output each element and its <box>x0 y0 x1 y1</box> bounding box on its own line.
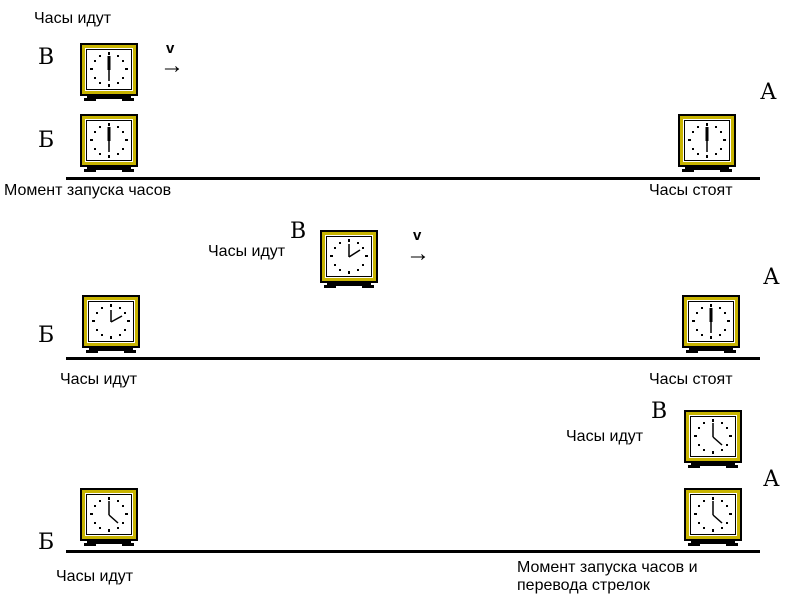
velocity-arrow-icon: → <box>406 240 430 267</box>
clock-b-status: Момент запуска часов <box>4 182 172 199</box>
moving-clock-label: В <box>651 399 668 424</box>
clock-a-label: А <box>760 80 777 105</box>
clock-b-status: Часы идут <box>56 568 134 585</box>
ground-line <box>66 177 760 180</box>
clock-icon <box>79 42 139 102</box>
clock-icon <box>81 294 141 354</box>
clock-b-label: Б <box>38 128 55 153</box>
clock-b-label: Б <box>38 530 55 555</box>
velocity-arrow-icon: → <box>160 52 184 79</box>
clock-icon <box>677 113 737 173</box>
moving-clock-status: Часы идут <box>34 10 112 27</box>
moving-clock-status: Часы идут <box>566 428 644 445</box>
clock-b-label: Б <box>38 323 55 348</box>
clock-icon <box>683 487 743 547</box>
ground-line <box>66 357 760 360</box>
clock-a-status: Часы стоят <box>649 182 733 199</box>
moving-clock-label: В <box>290 219 307 244</box>
velocity-label: v <box>413 227 422 244</box>
clock-a-status: Часы стоят <box>649 371 733 388</box>
moving-clock-status: Часы идут <box>208 243 286 260</box>
clock-icon <box>79 113 139 173</box>
clock-icon <box>683 409 743 469</box>
clock-a-status-line1: Момент запуска часов и <box>517 559 698 576</box>
clock-a-label: А <box>763 467 780 492</box>
velocity-label: v <box>166 40 175 57</box>
ground-line <box>66 550 760 553</box>
clock-a-status-line2: перевода стрелок <box>517 577 650 594</box>
clock-icon <box>79 487 139 547</box>
clock-b-status: Часы идут <box>60 371 138 388</box>
moving-clock-label: В <box>38 45 55 70</box>
clock-icon <box>681 294 741 354</box>
clock-icon <box>319 229 379 289</box>
clock-a-label: А <box>763 265 780 290</box>
